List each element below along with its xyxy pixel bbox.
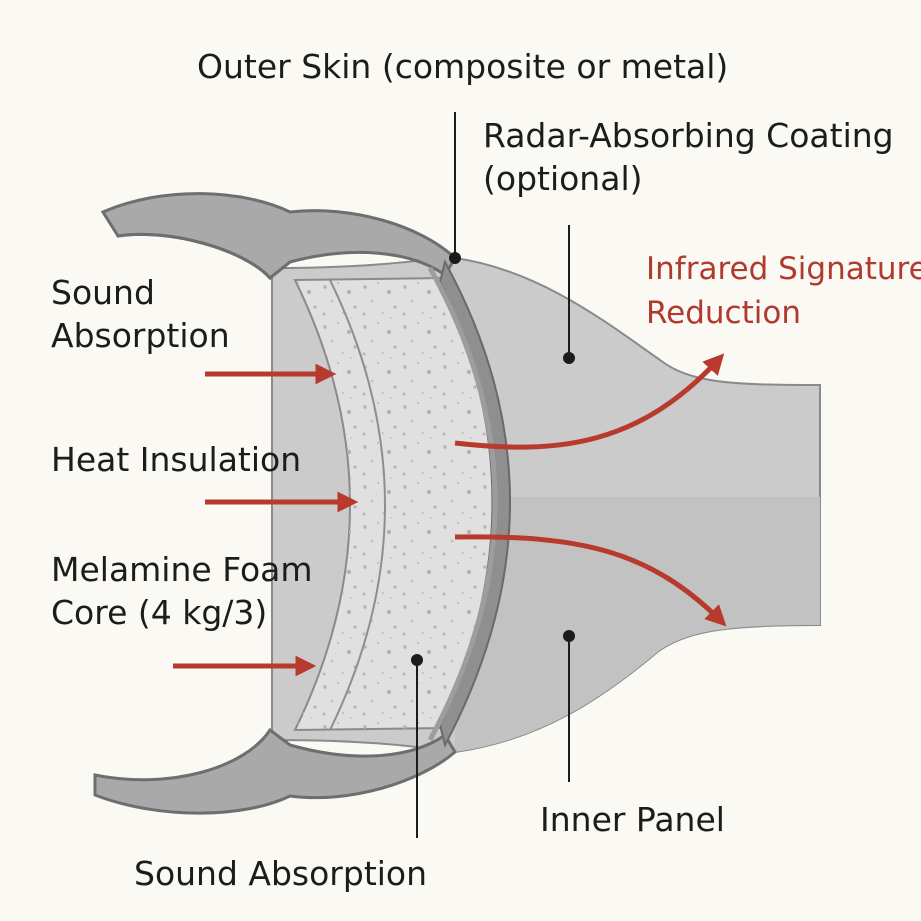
radar-coating-label: Radar-Absorbing Coating (optional) <box>483 114 894 200</box>
sound-absorption-bottom-label: Sound Absorption <box>134 854 428 893</box>
radar-coating-label-line1: Radar-Absorbing Coating <box>483 116 894 155</box>
foam-core-label-line2: Core (4 kg/3) <box>51 593 268 632</box>
foam-core-label: Melamine Foam Core (4 kg/3) <box>51 548 313 634</box>
infrared-arrow-lower <box>454 534 727 627</box>
foam-core-label-line1: Melamine Foam <box>51 550 313 589</box>
sound-label-line2: Absorption <box>51 316 230 355</box>
infrared-label-line2: Reduction <box>646 295 801 331</box>
heat-insulation-label: Heat Insulation <box>51 440 302 479</box>
sound-label-line1: Sound <box>51 273 155 312</box>
sound-absorption-label: Sound Absorption <box>51 271 230 357</box>
radar-coating-label-line2: (optional) <box>483 159 643 198</box>
outer-skin-lower-flange <box>93 727 457 815</box>
inner-panel-label: Inner Panel <box>540 800 725 839</box>
outer-skin-label: Outer Skin (composite or metal) <box>197 47 729 86</box>
infrared-reduction-arrows <box>454 353 727 627</box>
melamine-foam-core <box>293 276 501 732</box>
infrared-arrow-upper <box>454 353 725 450</box>
leader-lines <box>411 112 575 838</box>
incoming-arrows <box>173 363 359 677</box>
infrared-reduction-label: Infrared Signature Reduction <box>646 247 921 335</box>
radar-coating-band <box>427 266 498 742</box>
infrared-label-line1: Infrared Signature <box>646 251 921 287</box>
